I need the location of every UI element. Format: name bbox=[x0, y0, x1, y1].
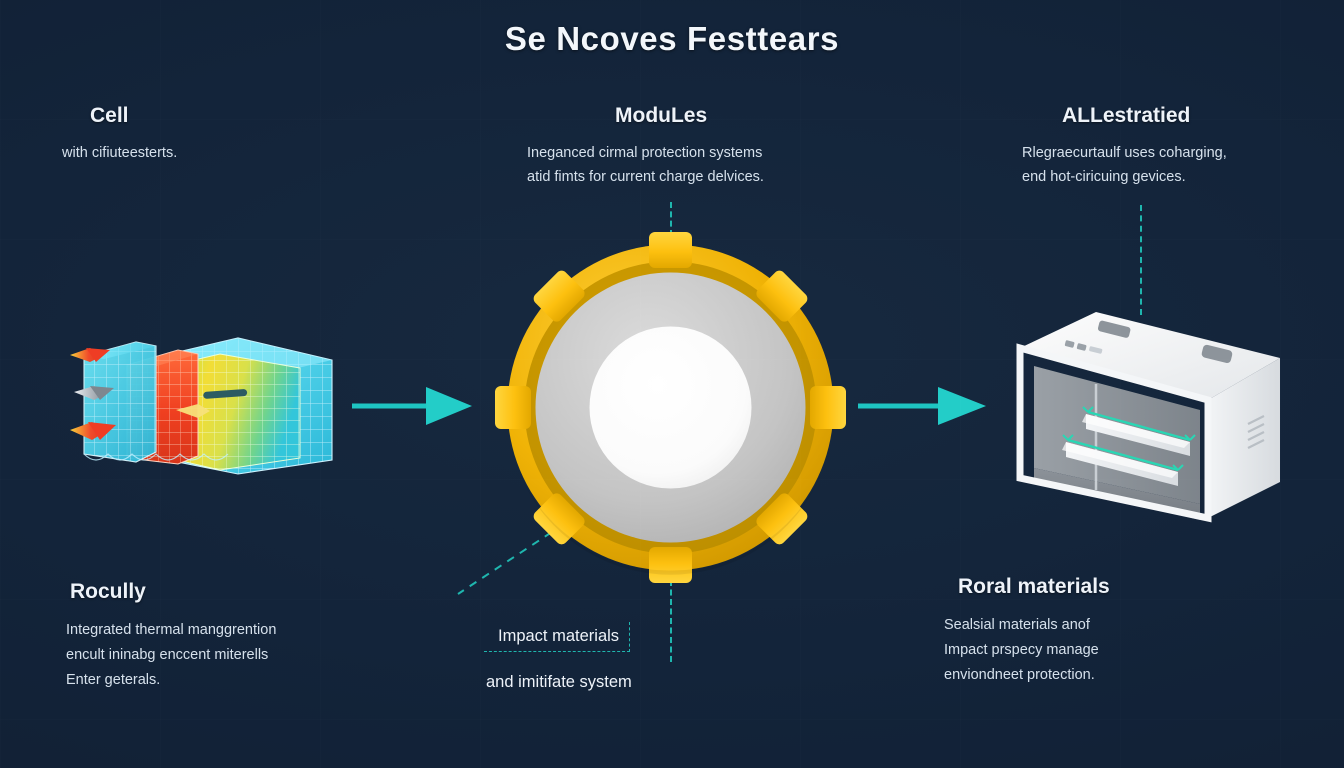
ring-core bbox=[589, 326, 752, 489]
column-subtitle-line: atid fimts for current charge delvices. bbox=[527, 169, 764, 185]
cabinet-shelf-lower bbox=[1062, 434, 1184, 486]
caption-roral-materials: Roral materials Sealsial materials anof … bbox=[944, 575, 1110, 688]
caption-impact-materials: Impact materials and imitifate system bbox=[484, 622, 632, 694]
ring-tab bbox=[810, 386, 846, 429]
column-header-modules: ModuLes Ineganced cirmal protection syst… bbox=[527, 104, 764, 189]
column-subtitle-line: Rlegraecurtaulf uses coharging, bbox=[1022, 145, 1227, 161]
cabinet-shelf-upper bbox=[1082, 406, 1196, 456]
column-subtitle-line: Ineganced cirmal protection systems bbox=[527, 145, 763, 161]
ring-tab-group bbox=[495, 232, 846, 583]
caption-heading: Roral materials bbox=[958, 575, 1110, 598]
cabinet-top-face bbox=[1020, 312, 1280, 400]
column-heading: ModuLes bbox=[615, 104, 708, 127]
cabinet-vent-louvres bbox=[1247, 415, 1265, 449]
caption-line: Impact prspecy manage bbox=[944, 642, 1099, 658]
cabinet-top-controls bbox=[1064, 340, 1103, 354]
ring-tab bbox=[495, 386, 531, 429]
cabinet-front-frame bbox=[1016, 343, 1212, 523]
page-title: Se Ncoves Festtears bbox=[504, 20, 840, 57]
ring-tab bbox=[533, 493, 585, 545]
cell-layer-thermal-map bbox=[176, 353, 301, 471]
connector-dashed-ring-to-rocully bbox=[457, 523, 565, 595]
illustration-cabinet-enclosure bbox=[1014, 296, 1286, 538]
ring-tab bbox=[533, 270, 585, 322]
illustration-battery-cell bbox=[70, 312, 340, 492]
column-header-cell: Cell with cifiuteesterts. bbox=[62, 104, 177, 165]
caption-heading: Rocully bbox=[70, 580, 146, 603]
column-heading: ALLestratied bbox=[1062, 104, 1191, 127]
flow-arrow-module-to-cabinet bbox=[858, 387, 986, 425]
caption-boxed-label: Impact materials bbox=[484, 622, 631, 652]
ring-tab bbox=[756, 493, 808, 545]
cabinet-top-mount-right bbox=[1201, 344, 1233, 364]
ring-tab bbox=[649, 232, 692, 268]
column-heading: Cell bbox=[90, 104, 129, 127]
ring-tab bbox=[649, 547, 692, 583]
cell-flow-marker-4 bbox=[176, 404, 210, 418]
cabinet-top-mount-left bbox=[1097, 320, 1131, 338]
caption-line: enviondneet protection. bbox=[944, 667, 1095, 683]
caption-line: and imitifate system bbox=[486, 673, 632, 691]
caption-line: Sealsial materials anof bbox=[944, 617, 1090, 633]
column-subtitle-line: with cifiuteesterts. bbox=[62, 145, 178, 161]
caption-line: encult ininabg enccent miterells bbox=[66, 647, 269, 663]
caption-rocully: Rocully Integrated thermal manggrention … bbox=[66, 580, 276, 693]
caption-line: Enter geterals. bbox=[66, 672, 161, 688]
column-header-allestratied: ALLestratied Rlegraecurtaulf uses coharg… bbox=[1022, 104, 1227, 189]
illustration-module-ring bbox=[489, 226, 852, 589]
column-subtitle-line: end hot-ciricuing gevices. bbox=[1022, 169, 1186, 185]
cell-flow-marker-2 bbox=[74, 386, 114, 400]
connector-dashed-allestratied-to-cabinet bbox=[1140, 205, 1142, 315]
connector-dashed-ring-to-impact bbox=[670, 580, 672, 662]
caption-line: Integrated thermal manggrention bbox=[66, 622, 277, 638]
connector-dashed-modules-to-ring bbox=[670, 202, 672, 236]
ring-tab bbox=[756, 270, 808, 322]
flow-arrow-cell-to-module bbox=[352, 387, 472, 425]
cell-flow-marker-1 bbox=[70, 348, 110, 362]
cell-flow-marker-3 bbox=[70, 422, 116, 440]
cabinet-right-face bbox=[1208, 358, 1280, 518]
